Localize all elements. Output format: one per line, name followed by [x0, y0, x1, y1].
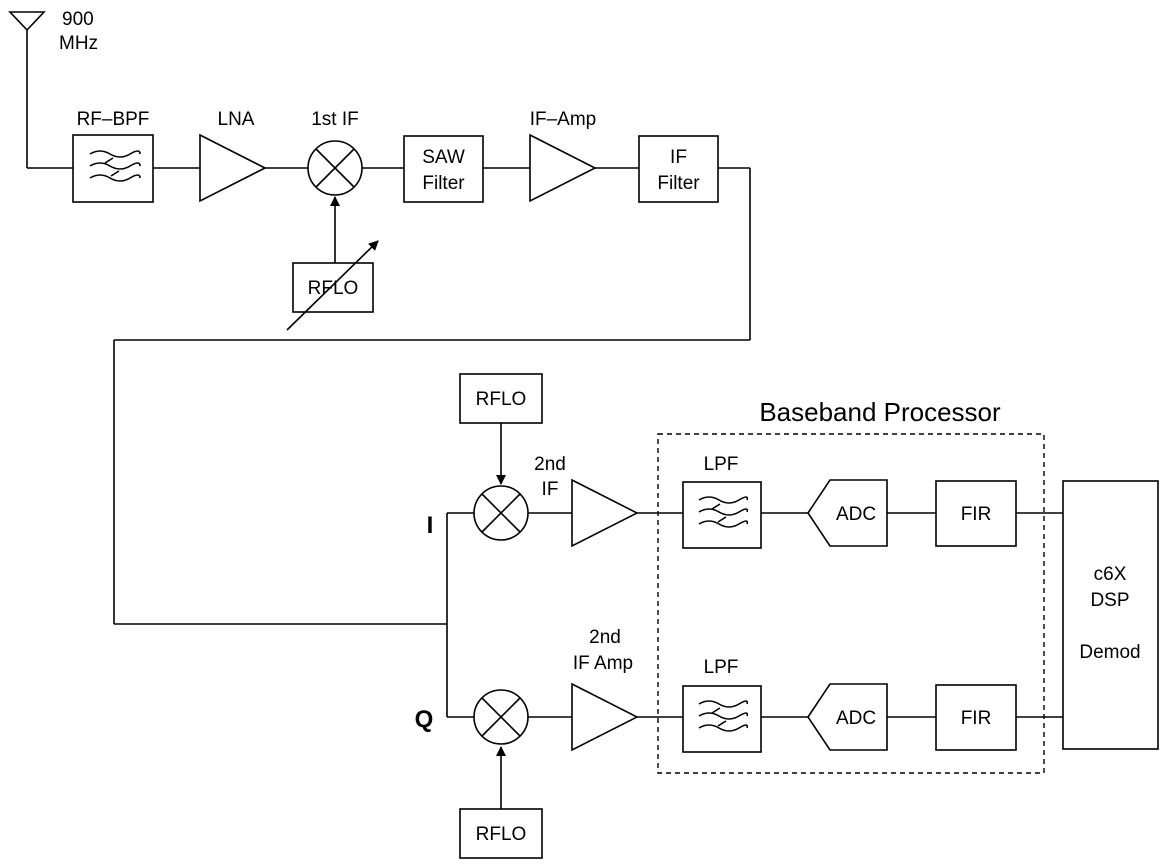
dsp-label-2: DSP [1090, 590, 1129, 611]
dsp-label-1: c6X [1094, 564, 1127, 585]
q-channel-label: Q [415, 706, 434, 733]
rf-bpf-label: RF–BPF [77, 109, 150, 130]
lpf-bottom-label: LPF [704, 657, 739, 678]
q-second-if-amp-label-1: 2nd [589, 627, 621, 648]
if-amplifier-icon [529, 133, 597, 203]
if-filter: IF Filter [638, 135, 719, 203]
i-channel-label: I [427, 512, 434, 539]
if-amp-label: IF–Amp [530, 109, 597, 130]
if-filter-label-1: IF [670, 147, 687, 168]
first-if-mixer-icon [307, 140, 363, 196]
rf-bpf-filter [72, 134, 154, 203]
dsp-demodulator: c6X DSP Demod [1062, 480, 1159, 750]
i-rflo: RFLO [459, 373, 543, 485]
adc-bottom-label: ADC [836, 708, 876, 729]
q-rflo: RFLO [459, 746, 543, 859]
i-second-if-label-1: 2nd [534, 454, 566, 475]
baseband-processor-title: Baseband Processor [759, 397, 1001, 427]
tunable-rflo-label: RFLO [308, 278, 359, 299]
lpf-top [682, 481, 762, 549]
rf-chain-wires [27, 167, 751, 625]
bandpass-filter-icon [89, 150, 141, 182]
lpf-bottom [682, 685, 762, 753]
fir-top: FIR [935, 480, 1017, 547]
if-filter-label-2: Filter [657, 173, 700, 194]
lowpass-filter-icon [698, 700, 749, 732]
saw-filter-label-1: SAW [422, 147, 465, 168]
lowpass-filter-icon [698, 496, 749, 528]
fir-bottom-label: FIR [961, 708, 992, 729]
i-second-if-label-2: IF [542, 479, 559, 500]
saw-filter: SAW Filter [403, 135, 484, 203]
tunable-rflo: RFLO [286, 196, 379, 331]
antenna-freq-unit: MHz [59, 33, 98, 54]
adc-top: ADC [807, 479, 888, 547]
baseband-processor-boundary [657, 433, 1045, 774]
q-rflo-label: RFLO [476, 824, 527, 845]
dsp-label-3: Demod [1079, 642, 1140, 663]
adc-top-label: ADC [836, 504, 876, 525]
q-second-if-amplifier-icon [571, 682, 639, 752]
iq-split-wires [446, 512, 476, 718]
q-mixer-icon [473, 689, 529, 745]
saw-filter-label-2: Filter [422, 173, 465, 194]
adc-bottom: ADC [807, 683, 888, 751]
fir-top-label: FIR [961, 504, 992, 525]
antenna-icon [8, 11, 46, 32]
antenna-freq-value: 900 [62, 9, 94, 30]
fir-bottom: FIR [935, 684, 1017, 751]
i-rflo-label: RFLO [476, 389, 527, 410]
tuning-arrow-icon [286, 240, 379, 331]
lna-amplifier-icon [199, 133, 267, 203]
lna-label: LNA [218, 109, 255, 130]
antenna [8, 11, 46, 168]
i-second-if-amplifier-icon [571, 478, 639, 548]
i-mixer-icon [473, 485, 529, 541]
first-if-label: 1st IF [311, 109, 359, 130]
q-second-if-amp-label-2: IF Amp [573, 653, 633, 674]
lpf-top-label: LPF [704, 454, 739, 475]
